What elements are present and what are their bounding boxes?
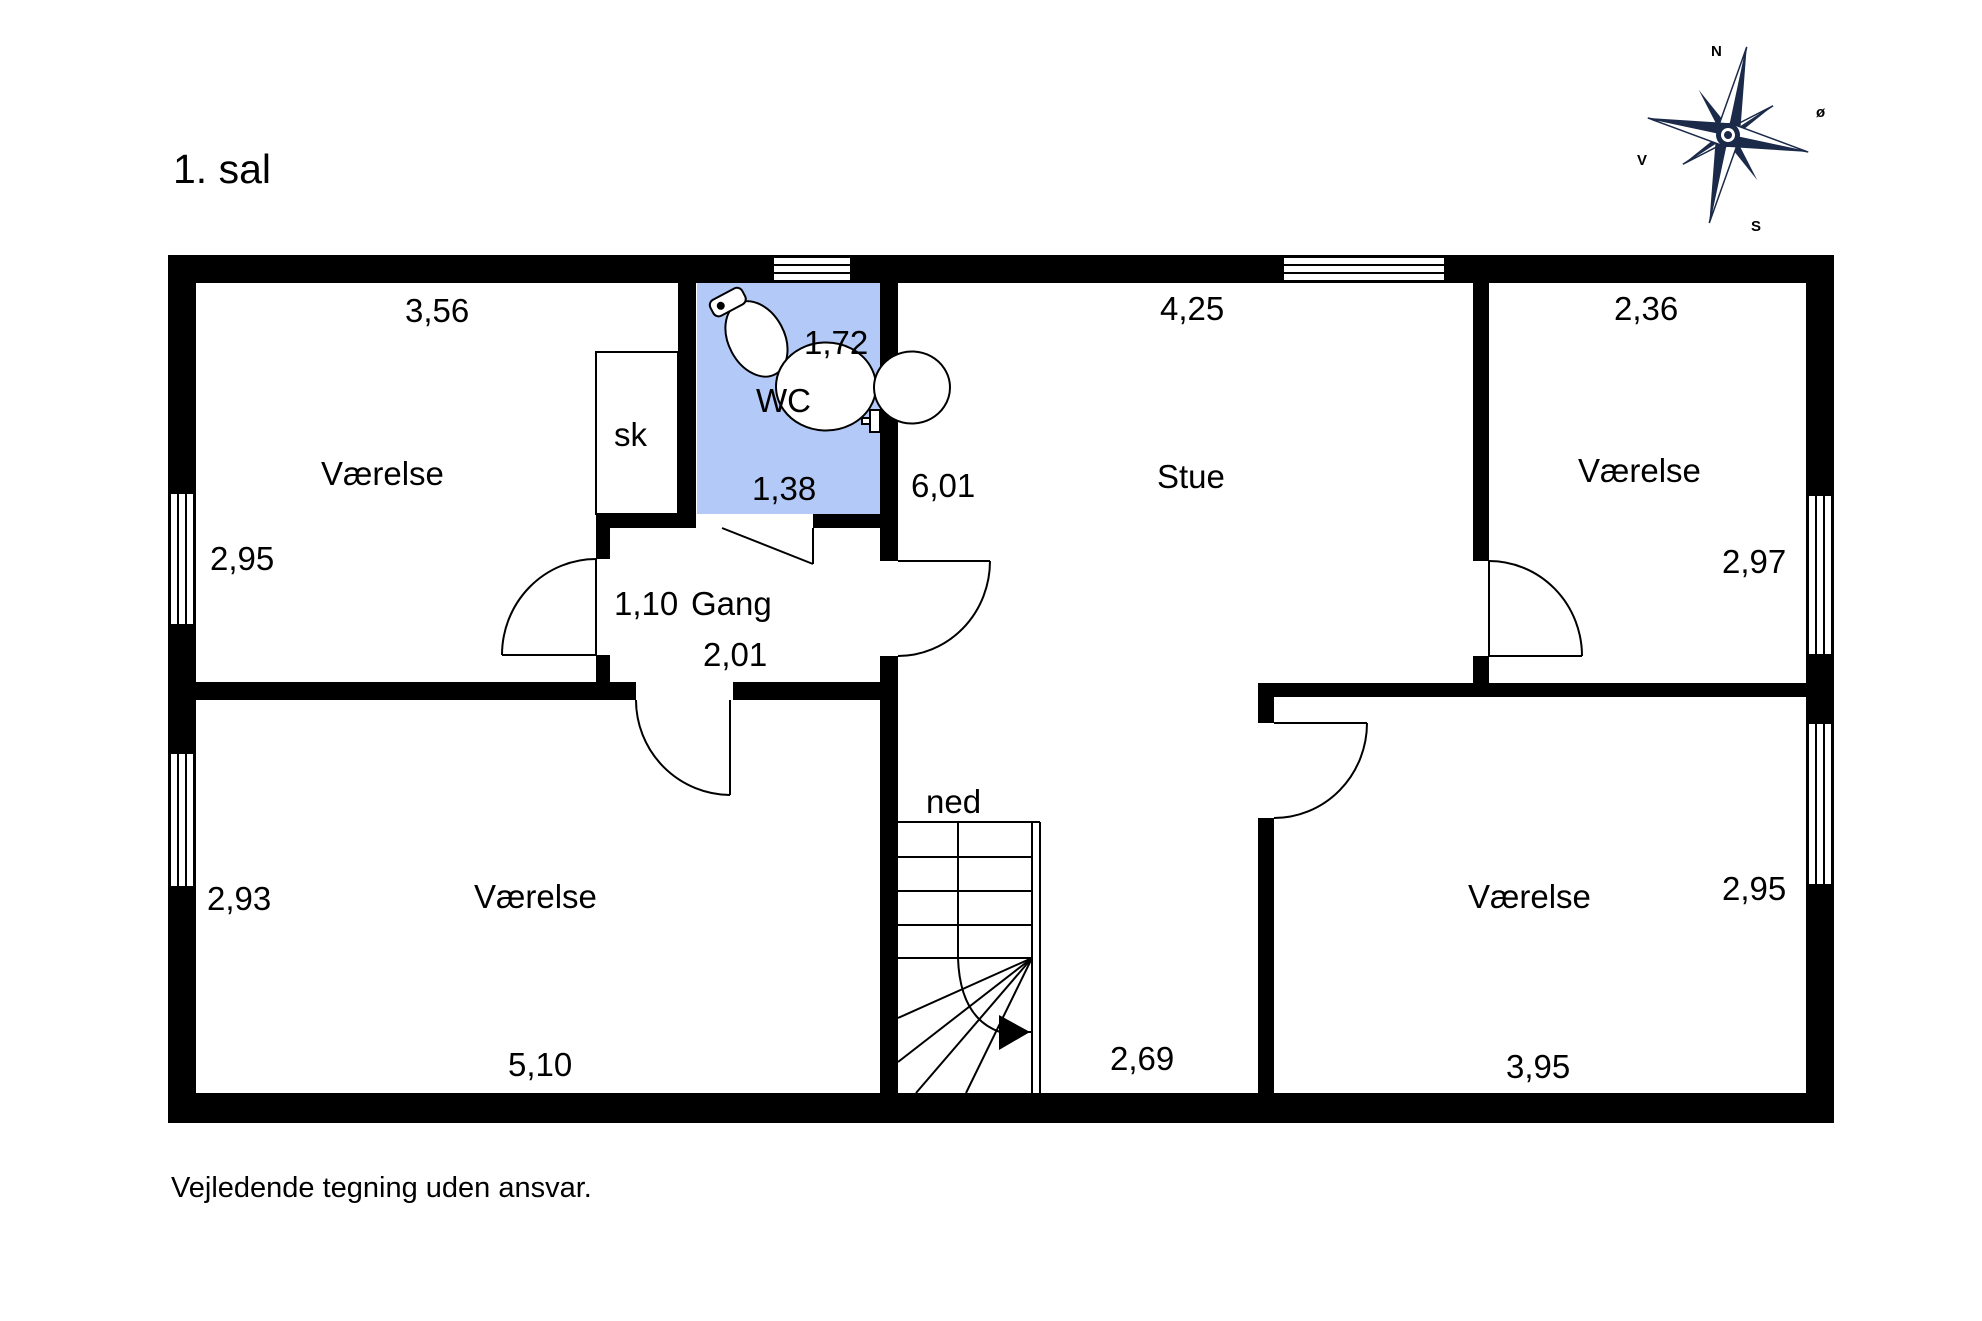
room-bottom-right-name: Værelse: [1468, 878, 1591, 915]
room-top-left-depth: 2,95: [210, 540, 274, 577]
doors: [501, 527, 1583, 819]
room-top-left-width: 3,56: [405, 292, 469, 329]
compass-s-label: S: [1751, 218, 1761, 235]
room-top-right-width: 2,36: [1614, 290, 1678, 327]
living-lower-width: 2,69: [1110, 1040, 1174, 1077]
room-top-right-name: Værelse: [1578, 452, 1701, 489]
toilet-icon: [708, 286, 789, 378]
room-top-left-name: Værelse: [321, 455, 444, 492]
staircase: [897, 821, 1041, 1094]
room-bottom-left-width: 5,10: [508, 1046, 572, 1083]
hall-name: Gang: [691, 585, 772, 622]
stairs-label: ned: [926, 783, 981, 820]
room-bottom-right-width: 3,95: [1506, 1048, 1570, 1085]
sink-icon: [775, 341, 951, 433]
living-name: Stue: [1157, 458, 1225, 495]
floor-title: 1. sal: [173, 146, 271, 192]
hall-width: 1,10: [614, 585, 678, 622]
compass-w-label: V: [1637, 152, 1647, 169]
living-depth: 6,01: [911, 467, 975, 504]
windows: [169, 256, 1833, 888]
stair-arrow-icon: [999, 1015, 1030, 1050]
interior-walls: [196, 283, 1806, 1093]
outer-walls: [168, 255, 1834, 1123]
wc-width: 1,72: [804, 324, 868, 361]
wc-name: WC: [756, 382, 811, 419]
closet-outline: [595, 351, 679, 515]
disclaimer-note: Vejledende tegning uden ansvar.: [171, 1172, 592, 1204]
compass-n-label: N: [1711, 43, 1722, 60]
living-width: 4,25: [1160, 290, 1224, 327]
wc-depth: 1,38: [752, 470, 816, 507]
hall-depth: 2,01: [703, 636, 767, 673]
closet-label: sk: [614, 416, 648, 453]
room-top-right-depth: 2,97: [1722, 543, 1786, 580]
room-bottom-left-depth: 2,93: [207, 880, 271, 917]
compass-e-label: ø: [1816, 104, 1826, 121]
room-bottom-left-name: Værelse: [474, 878, 597, 915]
compass-rose-icon: [1647, 46, 1809, 224]
room-bottom-right-depth: 2,95: [1722, 870, 1786, 907]
